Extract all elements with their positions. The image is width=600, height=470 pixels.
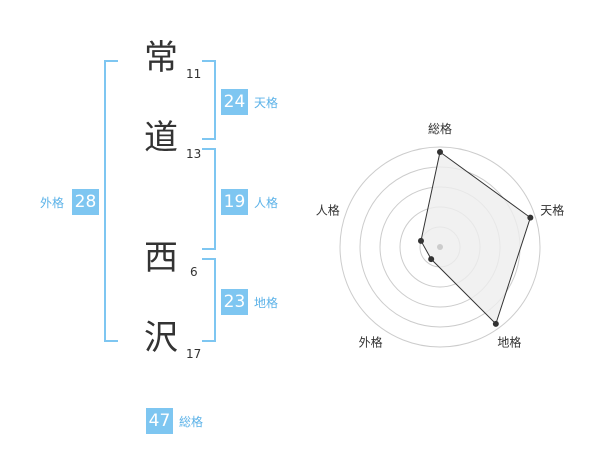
name-char-2: 道 bbox=[144, 118, 178, 158]
radar-axis-label-4: 外格 bbox=[359, 334, 383, 349]
tenkaku-bracket bbox=[202, 60, 216, 140]
radar-axis-label-5: 人格 bbox=[316, 203, 340, 218]
gaikaku-label: 外格 bbox=[40, 196, 65, 210]
name-char-4: 沢 bbox=[144, 318, 178, 358]
radar-point-3 bbox=[492, 320, 499, 327]
jinkaku-value: 19 bbox=[221, 189, 248, 215]
chikaku-label: 地格 bbox=[254, 296, 279, 310]
chikaku-bracket bbox=[202, 258, 216, 342]
radar-center bbox=[437, 244, 443, 250]
jinkaku-bracket bbox=[202, 148, 216, 250]
name-char-1: 常 bbox=[144, 38, 178, 78]
radar-points bbox=[417, 149, 534, 327]
radar-point-2 bbox=[527, 214, 534, 221]
stroke-count-4: 17 bbox=[186, 347, 202, 361]
radar-grid-ring bbox=[339, 146, 541, 348]
tenkaku-value: 24 bbox=[221, 89, 248, 115]
radar-point-1 bbox=[437, 149, 443, 155]
stroke-count-2: 13 bbox=[186, 147, 202, 161]
radar-point-4 bbox=[428, 256, 435, 263]
soukaku-label: 総格 bbox=[179, 415, 204, 429]
tenkaku-label: 天格 bbox=[254, 96, 279, 110]
stroke-count-1: 11 bbox=[186, 67, 202, 81]
chikaku-value: 23 bbox=[221, 289, 248, 315]
stroke-count-3: 6 bbox=[190, 265, 198, 279]
radar-point-5 bbox=[417, 237, 424, 244]
soukaku-value: 47 bbox=[146, 408, 173, 434]
gaikaku-bracket bbox=[104, 60, 118, 342]
radar-axis-label-3: 地格 bbox=[497, 334, 521, 349]
gaikaku-value: 28 bbox=[72, 189, 99, 215]
radar-axis-label-1: 総格 bbox=[428, 121, 452, 136]
jinkaku-label: 人格 bbox=[254, 196, 279, 210]
name-char-3: 西 bbox=[144, 238, 178, 278]
radar-area bbox=[420, 151, 531, 325]
radar-axis-label-2: 天格 bbox=[540, 203, 564, 218]
